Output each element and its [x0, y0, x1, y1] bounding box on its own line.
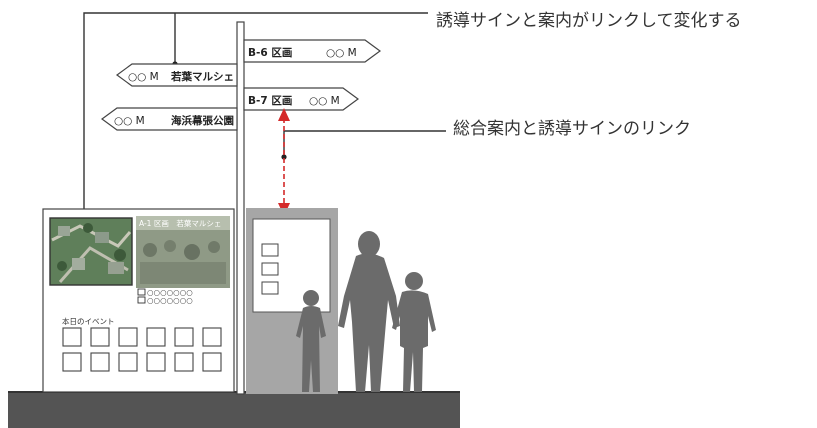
leader-dot-link [281, 154, 287, 160]
sign-b6-distance: ○○ M [326, 47, 357, 59]
kiosk-button [261, 262, 279, 276]
info-row-checkbox [137, 288, 146, 296]
event-slot [146, 327, 166, 347]
child-left-silhouette [296, 290, 326, 392]
event-slot [202, 352, 222, 372]
child-right-silhouette [392, 272, 436, 392]
info-board: A-1 区画 若葉マルシェ ○○○○○○○ ○○○○○○○ 本日のイベント [42, 208, 235, 393]
info-row-text: ○○○○○○○ [147, 288, 193, 297]
people-silhouettes [296, 231, 436, 392]
event-slot [90, 352, 110, 372]
sign-b7-area: B-7 区画 [248, 95, 292, 107]
link-arrow [278, 108, 290, 216]
kiosk-button [261, 243, 279, 257]
event-slots [62, 327, 222, 372]
sign-kaihin-destination: 海浜幕張公園 [171, 114, 234, 127]
annotation-signs-link: 誘導サインと案内がリンクして変化する [436, 11, 742, 31]
leader-line-middle [283, 130, 446, 158]
event-slot [62, 352, 82, 372]
kiosk-button [261, 281, 279, 295]
event-slot [118, 327, 138, 347]
adult-silhouette [338, 231, 400, 392]
signpost-pole [236, 21, 245, 395]
sign-b6: B-6 区画 ○○ M [243, 39, 382, 63]
event-slot [174, 352, 194, 372]
sign-wakaba-distance: ○○ M [128, 71, 159, 83]
info-row-checkbox [137, 296, 146, 304]
leader-line-top [83, 12, 428, 213]
event-slot [118, 352, 138, 372]
map-image [49, 217, 133, 286]
sign-wakaba-destination: 若葉マルシェ [170, 70, 234, 83]
event-slot [146, 352, 166, 372]
event-slot [62, 327, 82, 347]
sign-b7: B-7 区画 ○○ M [243, 87, 360, 111]
sign-b7-distance: ○○ M [309, 95, 340, 107]
sign-kaihin: ○○ M 海浜幕張公園 [100, 107, 238, 131]
event-slot [202, 327, 222, 347]
event-slot [90, 327, 110, 347]
sign-wakaba: ○○ M 若葉マルシェ [115, 63, 238, 87]
sign-kaihin-distance: ○○ M [114, 115, 145, 127]
photo-caption: A-1 区画 若葉マルシェ [139, 218, 221, 228]
event-slot [174, 327, 194, 347]
event-photo: A-1 区画 若葉マルシェ [136, 216, 230, 288]
ground [8, 392, 460, 428]
sign-b6-area: B-6 区画 [248, 47, 292, 59]
events-label: 本日のイベント [62, 316, 115, 326]
annotation-guide-link: 総合案内と誘導サインのリンク [453, 119, 691, 139]
info-row-text: ○○○○○○○ [147, 296, 193, 305]
kiosk [246, 208, 338, 394]
